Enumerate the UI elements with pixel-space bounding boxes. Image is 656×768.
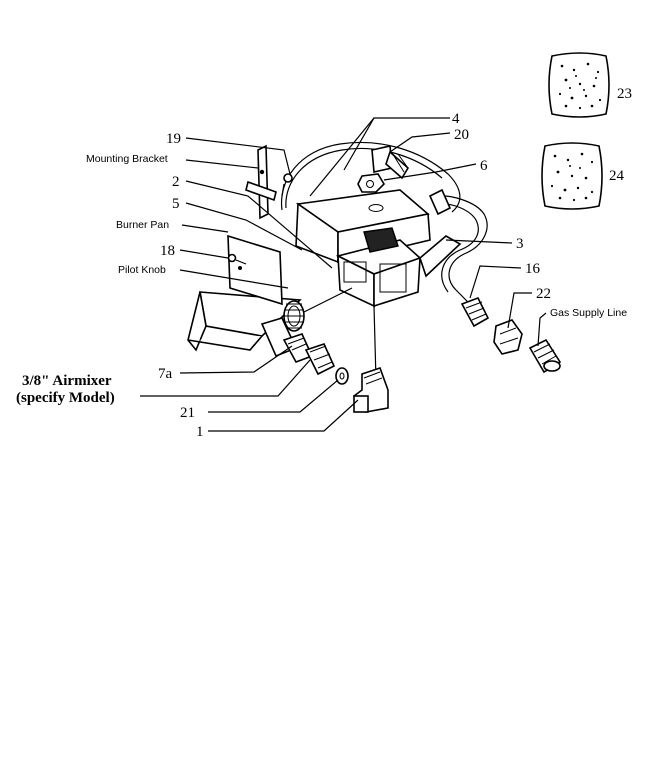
fitting-20 bbox=[371, 145, 410, 180]
label-20: 20 bbox=[454, 127, 469, 143]
label-pilot-knob: Pilot Knob bbox=[118, 264, 166, 276]
label-airmixer-line2: (specify Model) bbox=[16, 390, 115, 406]
label-16: 16 bbox=[525, 261, 541, 277]
fitting-16 bbox=[460, 296, 490, 328]
nut-6 bbox=[357, 173, 386, 193]
gas-valve bbox=[335, 227, 462, 308]
nut-22 bbox=[493, 319, 523, 355]
label-19: 19 bbox=[166, 131, 181, 147]
clip-19 bbox=[281, 173, 293, 197]
burner-rail bbox=[187, 291, 302, 352]
elbow-1 bbox=[352, 366, 389, 413]
label-24: 24 bbox=[609, 168, 625, 184]
label-5: 5 bbox=[172, 196, 180, 212]
label-23: 23 bbox=[617, 86, 632, 102]
burner-pan bbox=[227, 234, 283, 306]
label-mounting-bracket: Mounting Bracket bbox=[86, 153, 168, 165]
label-22: 22 bbox=[536, 286, 551, 302]
screw-18 bbox=[227, 253, 247, 270]
leader-lines bbox=[140, 117, 547, 432]
label-burner-pan: Burner Pan bbox=[116, 219, 169, 231]
label-18: 18 bbox=[160, 243, 175, 259]
label-airmixer-line1: 3/8" Airmixer bbox=[22, 373, 112, 389]
gas-supply-fitting bbox=[528, 338, 562, 374]
label-6: 6 bbox=[480, 158, 488, 174]
washer-21 bbox=[335, 367, 349, 385]
label-4: 4 bbox=[452, 111, 460, 127]
pad-24 bbox=[541, 142, 603, 210]
label-1: 1 bbox=[196, 424, 204, 440]
label-gas-supply-line: Gas Supply Line bbox=[550, 307, 627, 319]
label-2: 2 bbox=[172, 174, 180, 190]
pilot-knob bbox=[283, 287, 353, 332]
label-3: 3 bbox=[516, 236, 524, 252]
label-7a: 7a bbox=[158, 366, 173, 382]
label-21: 21 bbox=[180, 405, 195, 421]
airmixer-7a bbox=[260, 317, 336, 376]
pad-23 bbox=[548, 52, 610, 118]
